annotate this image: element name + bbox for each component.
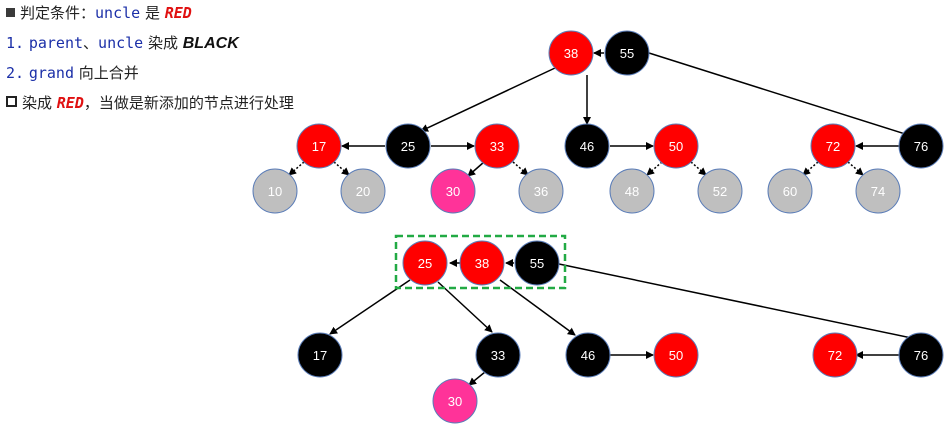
- edge-50-48: [646, 161, 663, 176]
- tree-node-60: 60: [767, 168, 813, 214]
- bottom-tree-nodes: 25 38 55 17 33 46 50 72 76 30: [297, 240, 944, 424]
- tree-node-33: 33: [475, 332, 521, 378]
- step2-grand: grand: [28, 64, 74, 82]
- node-label: 33: [490, 139, 504, 154]
- tree-node-50: 50: [653, 123, 699, 169]
- edge-72-74: [847, 161, 864, 176]
- edge-38-25: [420, 67, 556, 132]
- tree-node-76: 76: [898, 123, 944, 169]
- tree-node-46: 46: [565, 332, 611, 378]
- step2-text: 向上合并: [74, 64, 139, 82]
- node-label: 36: [534, 184, 548, 199]
- node-label: 20: [356, 184, 370, 199]
- node-label: 38: [475, 256, 489, 271]
- recolor-pre: 染成: [22, 94, 57, 112]
- edge-38-46-b: [499, 279, 576, 336]
- tree-node-55: 55: [514, 240, 560, 286]
- node-label: 72: [828, 348, 842, 363]
- tree-node-55: 55: [604, 30, 650, 76]
- node-label: 30: [446, 184, 460, 199]
- tree-node-76: 76: [898, 332, 944, 378]
- node-label: 48: [625, 184, 639, 199]
- tree-node-38: 38: [459, 240, 505, 286]
- edge-55-76-b: [558, 263, 922, 343]
- node-label: 46: [581, 348, 595, 363]
- step1-black: BLACK: [182, 35, 239, 52]
- node-label: 50: [669, 139, 683, 154]
- edge-33-30-b: [468, 371, 486, 386]
- condition-mid: 是: [140, 4, 165, 22]
- edge-55-76: [648, 52, 922, 141]
- step1-number: 1.: [6, 34, 25, 52]
- tree-node-72: 72: [812, 332, 858, 378]
- top-tree-dotted-edges: [288, 161, 864, 176]
- edge-17-10: [288, 161, 305, 176]
- node-label: 25: [401, 139, 415, 154]
- recolor-red: RED: [56, 94, 84, 112]
- node-label: 25: [418, 256, 432, 271]
- tree-node-50: 50: [653, 332, 699, 378]
- edge-72-60: [802, 161, 819, 176]
- node-label: 74: [871, 184, 885, 199]
- tree-node-20: 20: [340, 168, 386, 214]
- step2-number: 2.: [6, 64, 25, 82]
- edge-33-30: [467, 161, 485, 177]
- step1-parent: parent: [28, 34, 84, 52]
- node-label: 76: [914, 139, 928, 154]
- tree-node-25: 25: [385, 123, 431, 169]
- edge-50-52: [690, 161, 707, 176]
- step1-mid: 染成: [143, 34, 183, 52]
- node-label: 50: [669, 348, 683, 363]
- tree-node-17: 17: [296, 123, 342, 169]
- tree-node-25: 25: [402, 240, 448, 286]
- condition-red: RED: [164, 4, 192, 22]
- node-label: 46: [580, 139, 594, 154]
- tree-node-52: 52: [697, 168, 743, 214]
- recolor-post: ，当做是新添加的节点进行处理: [83, 94, 294, 112]
- tree-node-46: 46: [564, 123, 610, 169]
- node-label: 55: [530, 256, 544, 271]
- node-label: 30: [448, 394, 462, 409]
- node-label: 52: [713, 184, 727, 199]
- top-tree-edges: [341, 49, 922, 177]
- tree-node-10: 10: [252, 168, 298, 214]
- node-label: 17: [312, 139, 326, 154]
- top-tree-nodes: 38 55 17 25 33 46 50 72 76 10 20 30 36 4…: [252, 30, 944, 214]
- tree-node-72: 72: [810, 123, 856, 169]
- note-line-step1: 1. parent、uncle 染成 BLACK: [6, 32, 294, 62]
- node-label: 17: [313, 348, 327, 363]
- node-label: 60: [783, 184, 797, 199]
- tree-node-36: 36: [518, 168, 564, 214]
- step1-uncle: uncle: [98, 34, 144, 52]
- edge-33-36: [512, 161, 529, 176]
- tree-node-38: 38: [548, 30, 594, 76]
- condition-prefix: 判定条件：: [20, 4, 96, 22]
- condition-code: uncle: [95, 4, 141, 22]
- note-line-step2: 2. grand 向上合并: [6, 62, 294, 92]
- edge-25-33-b: [437, 281, 493, 333]
- hollow-square-bullet-icon: [6, 96, 17, 107]
- node-label: 55: [620, 46, 634, 61]
- note-line-condition: 判定条件：uncle 是 RED: [6, 2, 294, 32]
- tree-node-33: 33: [474, 123, 520, 169]
- tree-node-30: 30: [430, 168, 476, 214]
- node-label: 72: [826, 139, 840, 154]
- step1-sep: 、: [83, 34, 99, 52]
- square-bullet-icon: [6, 8, 15, 17]
- edge-17-20: [333, 161, 350, 176]
- tree-node-17: 17: [297, 332, 343, 378]
- tree-node-48: 48: [609, 168, 655, 214]
- node-label: 76: [914, 348, 928, 363]
- notes-panel: 判定条件：uncle 是 RED 1. parent、uncle 染成 BLAC…: [6, 2, 294, 122]
- tree-node-74: 74: [855, 168, 901, 214]
- node-label: 38: [564, 46, 578, 61]
- node-label: 10: [268, 184, 282, 199]
- note-line-recolor: 染成 RED，当做是新添加的节点进行处理: [6, 92, 294, 122]
- tree-node-30: 30: [432, 378, 478, 424]
- node-label: 33: [491, 348, 505, 363]
